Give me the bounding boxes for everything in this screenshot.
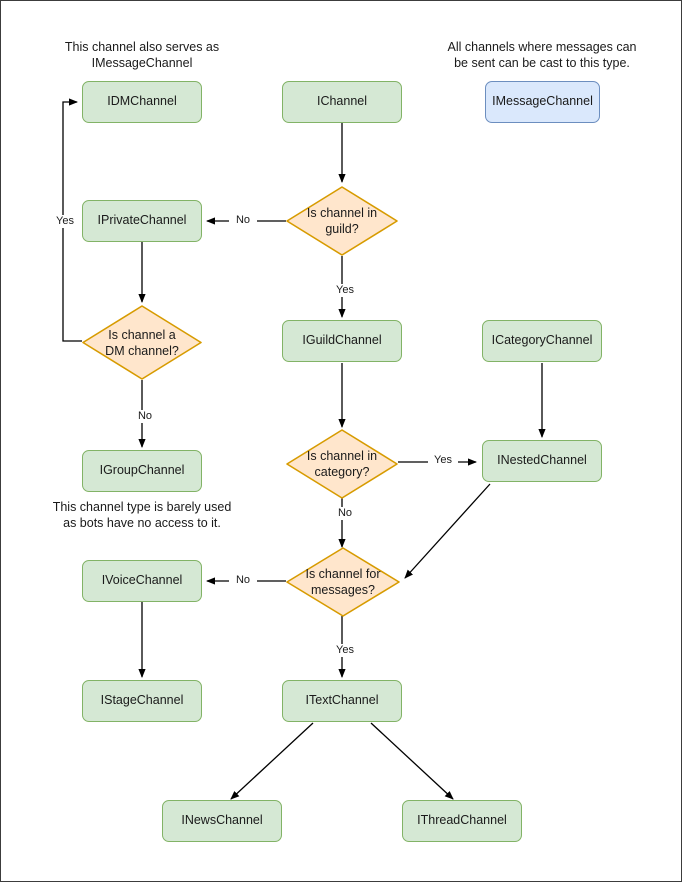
decision-label: Is channel for messages? bbox=[286, 547, 400, 617]
node-label: ICategoryChannel bbox=[491, 333, 593, 348]
node-label: IThreadChannel bbox=[417, 813, 507, 828]
node-label: IGroupChannel bbox=[99, 463, 185, 478]
decision-label: Is channel a DM channel? bbox=[82, 305, 202, 380]
node-iguildchannel[interactable]: IGuildChannel bbox=[282, 320, 402, 362]
decision-line-1: Is channel in bbox=[306, 449, 378, 463]
note-message-channel: All channels where messages can be sent … bbox=[447, 40, 637, 71]
node-igroupchannel[interactable]: IGroupChannel bbox=[82, 450, 202, 492]
node-itextchannel[interactable]: ITextChannel bbox=[282, 680, 402, 722]
diamond-shape bbox=[286, 186, 398, 256]
decision-line-1: Is channel in bbox=[306, 206, 378, 220]
node-ivoicechannel[interactable]: IVoiceChannel bbox=[82, 560, 202, 602]
decision-label: Is channel in category? bbox=[286, 429, 398, 499]
edge-text-to-news bbox=[230, 722, 314, 800]
edge-label-category-no: No bbox=[331, 507, 359, 520]
diamond-shape bbox=[286, 429, 398, 499]
edge-label-guild-yes: Yes bbox=[330, 284, 360, 297]
node-label: ITextChannel bbox=[305, 693, 379, 708]
edge-label-messages-no: No bbox=[229, 574, 257, 587]
note-dm-channel: This channel also serves as IMessageChan… bbox=[64, 40, 220, 71]
decision-line-2: DM channel? bbox=[105, 343, 179, 358]
node-iprivatechannel[interactable]: IPrivateChannel bbox=[82, 200, 202, 242]
node-ithreadchannel[interactable]: IThreadChannel bbox=[402, 800, 522, 842]
node-label: IDMChannel bbox=[107, 94, 177, 109]
decision-line-2: messages? bbox=[311, 583, 375, 597]
decision-is-channel-a-dm-channel[interactable]: Is channel a DM channel? bbox=[82, 305, 202, 380]
decision-line-1: Is channel a bbox=[108, 327, 176, 342]
node-inestedchannel[interactable]: INestedChannel bbox=[482, 440, 602, 482]
edge-label-category-yes: Yes bbox=[428, 454, 458, 467]
node-label: IGuildChannel bbox=[302, 333, 382, 348]
node-ichannel[interactable]: IChannel bbox=[282, 81, 402, 123]
node-label: IPrivateChannel bbox=[97, 213, 187, 228]
edge-label-dm-no: No bbox=[131, 410, 159, 423]
diamond-shape bbox=[286, 547, 400, 617]
node-label: IStageChannel bbox=[100, 693, 184, 708]
edge-nested-to-messages bbox=[404, 483, 491, 579]
node-label: IMessageChannel bbox=[492, 94, 593, 109]
node-inewschannel[interactable]: INewsChannel bbox=[162, 800, 282, 842]
decision-is-channel-in-category[interactable]: Is channel in category? bbox=[286, 429, 398, 499]
node-imessagechannel[interactable]: IMessageChannel bbox=[485, 81, 600, 123]
node-label: INestedChannel bbox=[497, 453, 587, 468]
node-label: IVoiceChannel bbox=[101, 573, 183, 588]
edge-label-guild-no: No bbox=[229, 214, 257, 227]
diamond-shape bbox=[82, 305, 202, 380]
node-label: INewsChannel bbox=[181, 813, 263, 828]
edge-label-dm-yes: Yes bbox=[50, 215, 80, 228]
decision-is-channel-for-messages[interactable]: Is channel for messages? bbox=[286, 547, 400, 617]
node-istagechannel[interactable]: IStageChannel bbox=[82, 680, 202, 722]
decision-line-2: category? bbox=[314, 465, 370, 479]
node-idmchannel[interactable]: IDMChannel bbox=[82, 81, 202, 123]
decision-line-2: guild? bbox=[325, 222, 359, 236]
decision-is-channel-in-guild[interactable]: Is channel in guild? bbox=[286, 186, 398, 256]
decision-label: Is channel in guild? bbox=[286, 186, 398, 256]
node-icategorychannel[interactable]: ICategoryChannel bbox=[482, 320, 602, 362]
edge-text-to-thread bbox=[370, 722, 454, 800]
node-label: IChannel bbox=[316, 94, 368, 109]
decision-line-1: Is channel for bbox=[305, 567, 381, 581]
note-group-channel: This channel type is barely used as bots… bbox=[52, 500, 232, 531]
edge-label-messages-yes: Yes bbox=[330, 644, 360, 657]
